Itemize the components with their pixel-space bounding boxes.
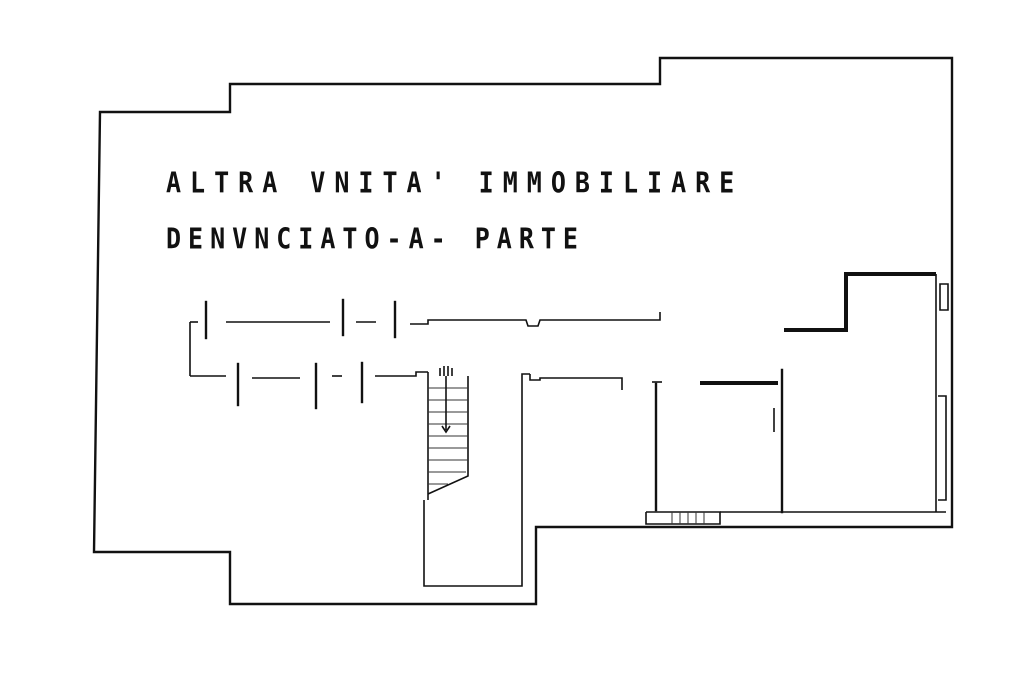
unit-label-line-2: DENVNCIATO-A- PARTE: [166, 222, 585, 256]
unit-label-line-1: ALTRA VNITA' IMMOBILIARE: [166, 166, 744, 200]
upper-partitions: [189, 298, 661, 376]
lower-partitions: [190, 361, 428, 410]
outer-wall: [92, 56, 954, 606]
right-rooms: [645, 272, 949, 525]
corridor: [423, 373, 623, 587]
staircase: [427, 366, 469, 500]
